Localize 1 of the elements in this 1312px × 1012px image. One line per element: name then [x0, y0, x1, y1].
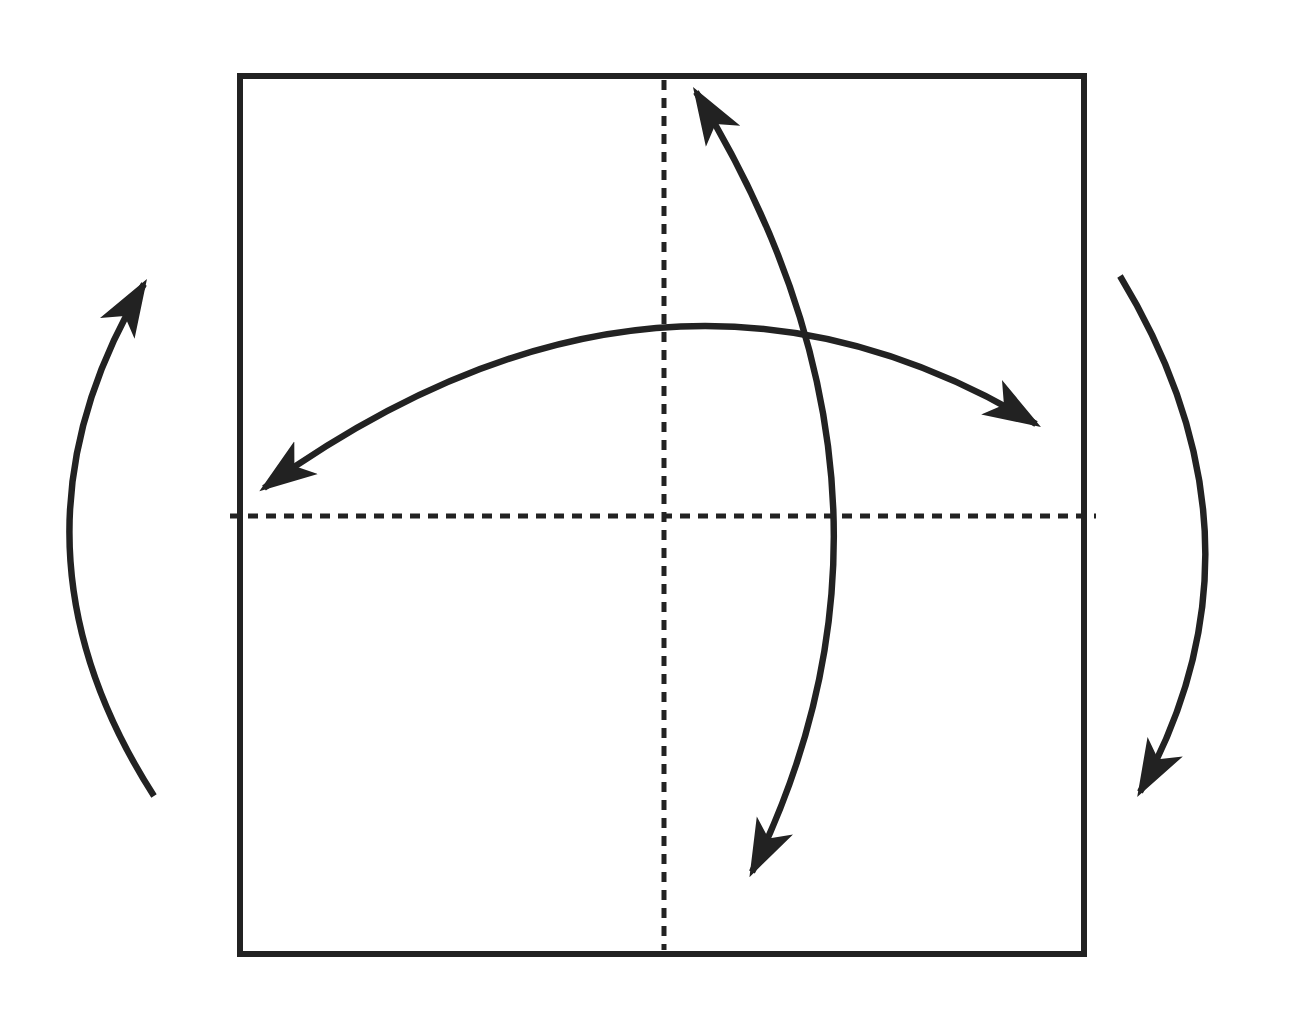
paper-square [237, 73, 1087, 957]
